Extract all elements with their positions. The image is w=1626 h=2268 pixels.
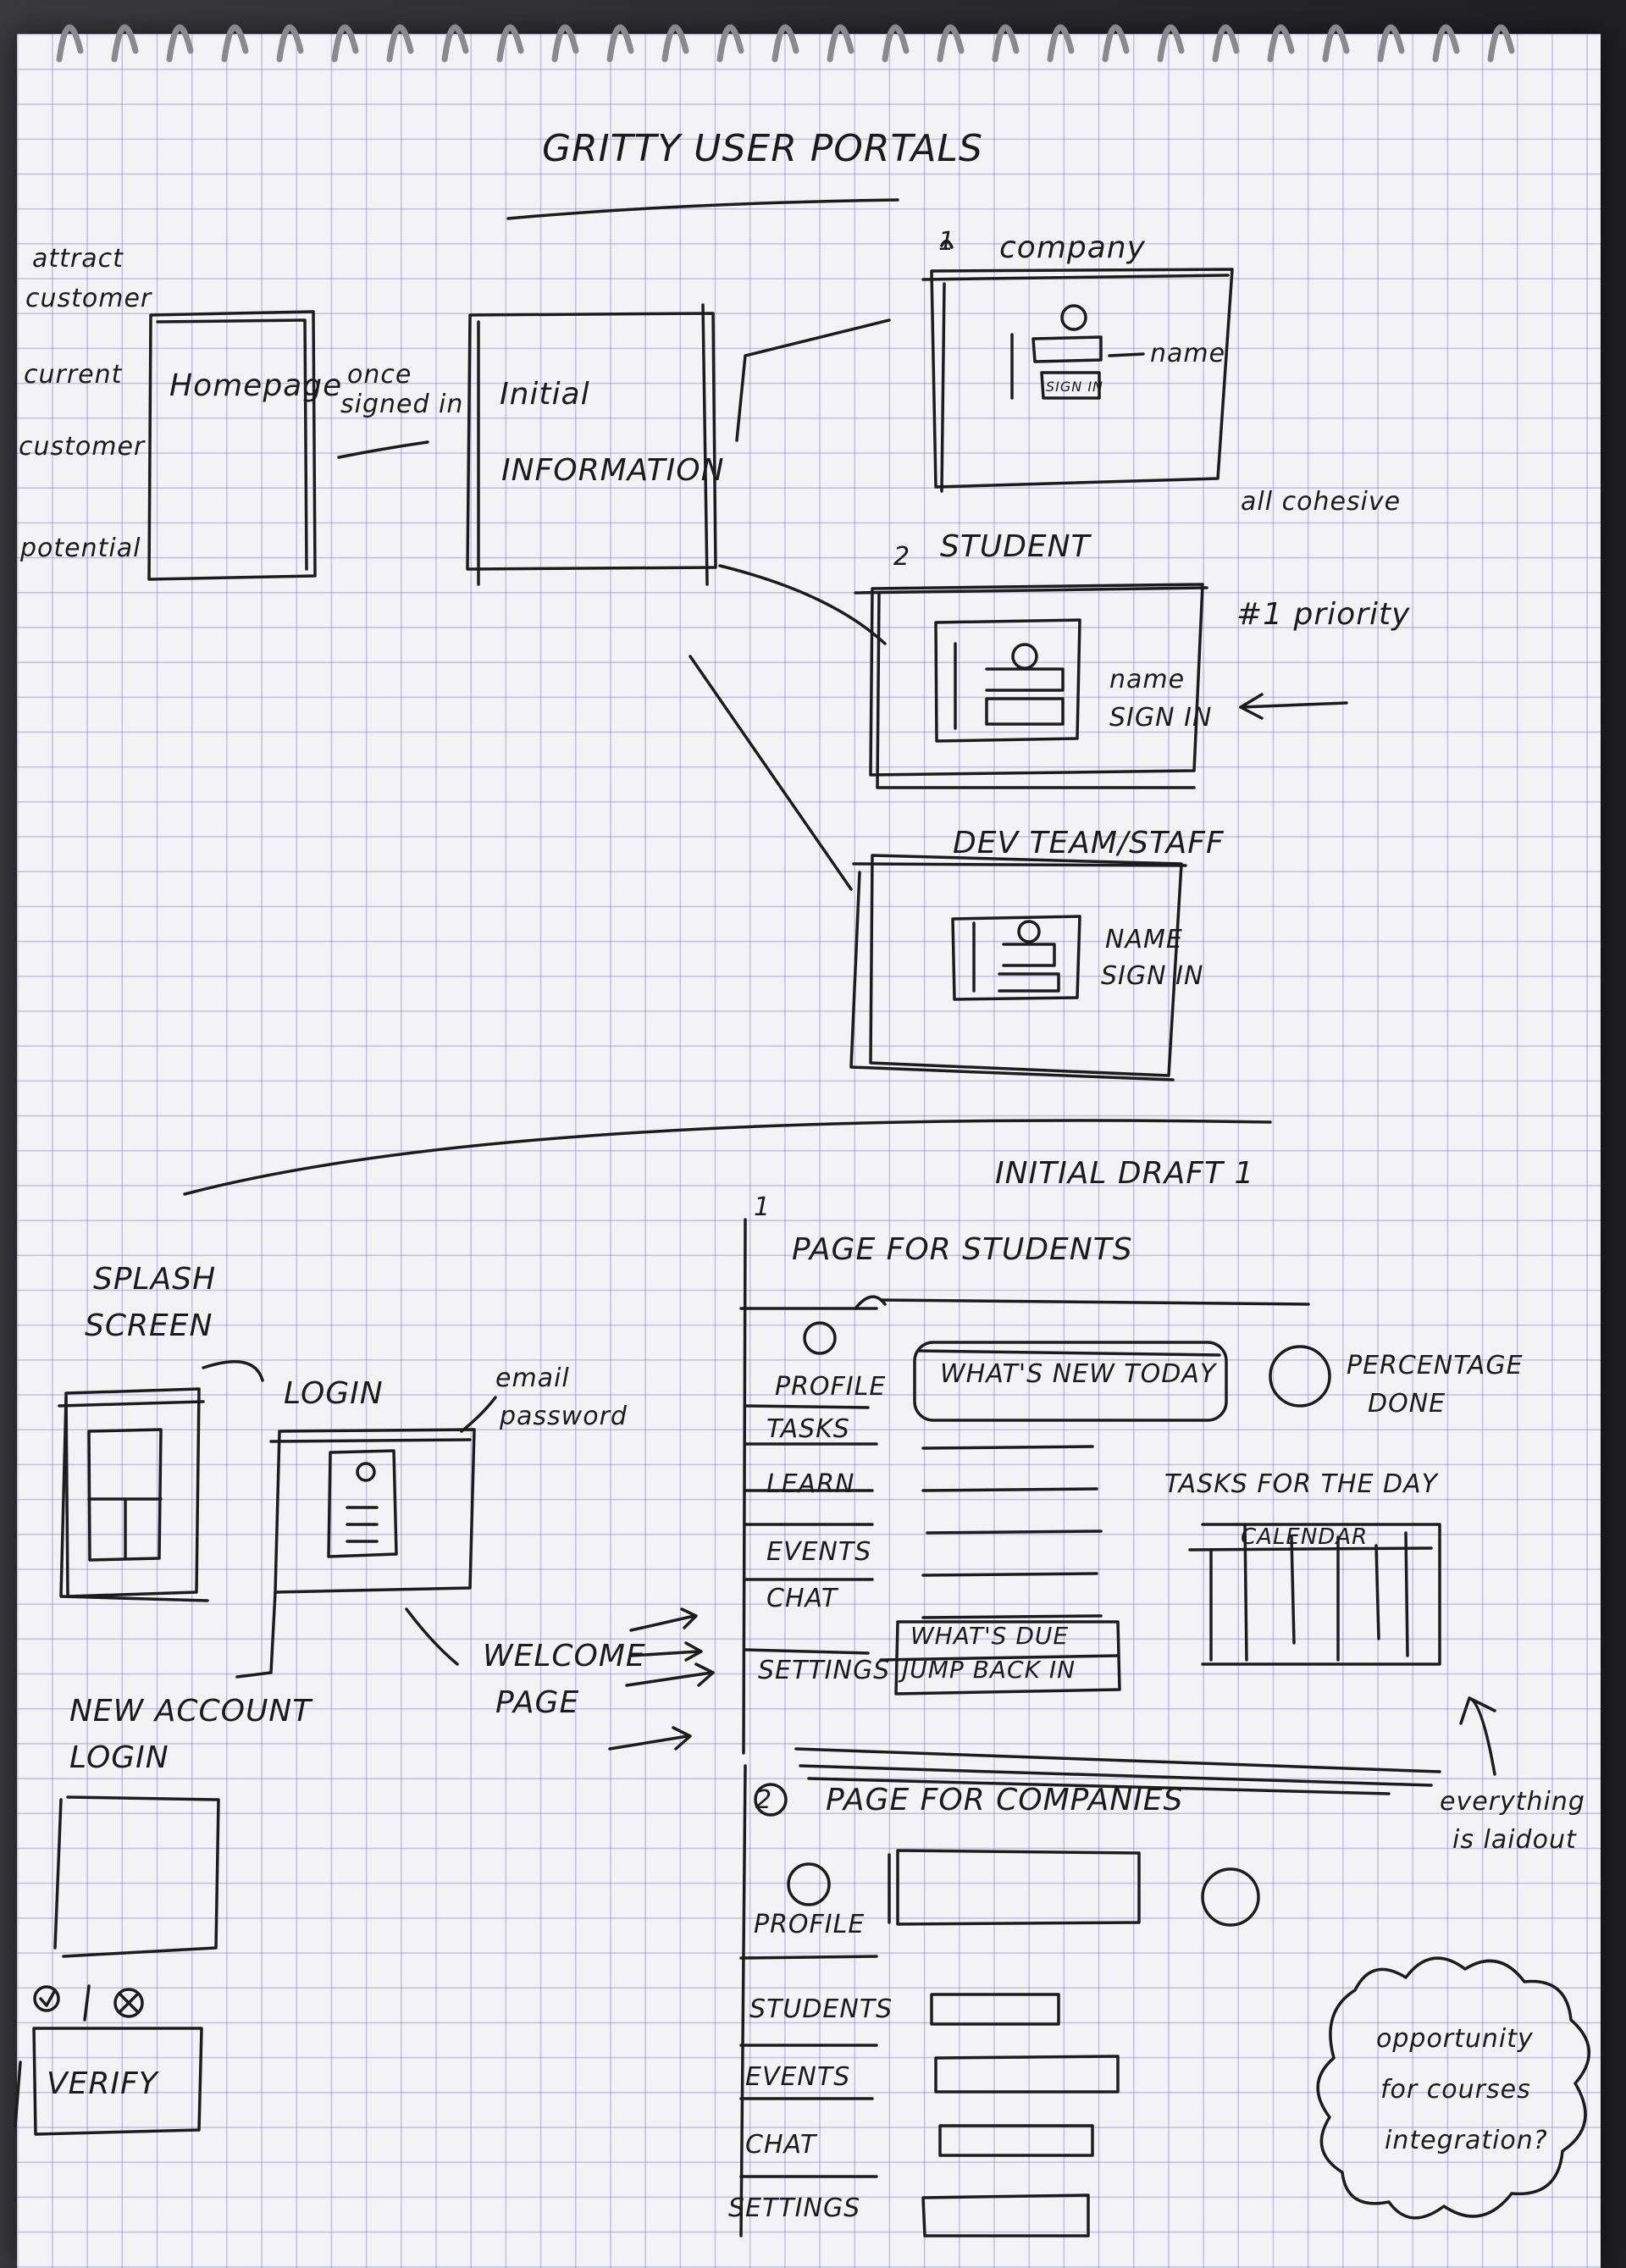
company-label: company [999,230,1146,265]
dev-name-label: NAME [1105,925,1183,954]
welcome-label: WELCOME [483,1639,646,1673]
tasks-for-day-label: TASKS FOR THE DAY [1164,1469,1438,1499]
once-label: once [347,360,412,390]
student-signin-label: SIGN IN [1109,703,1212,733]
nav-settings: SETTINGS [758,1656,890,1685]
student-name-label: name [1109,665,1185,694]
student-number: 2 [893,542,910,572]
done-label: DONE [1368,1389,1446,1419]
initial-draft-label: INITIAL DRAFT 1 [995,1156,1254,1191]
side-note-customer-1: customer [25,284,152,313]
for-courses-note: for courses [1380,2075,1531,2105]
company-nav-profile: PROFILE [754,1910,865,1939]
all-cohesive-note: all cohesive [1241,487,1401,517]
priority-note: #1 priority [1236,597,1410,632]
splash-label: SPLASH [93,1262,216,1297]
company-nav-settings: SETTINGS [728,2193,860,2223]
integration-note: integration? [1385,2126,1548,2155]
calendar-label: CALENDAR [1241,1524,1368,1550]
initial-label: Initial [500,377,590,412]
companies-page-title: PAGE FOR COMPANIES [826,1783,1183,1817]
side-note-potential: potential [20,534,141,563]
nav-profile: PROFILE [775,1372,886,1402]
new-account-label: NEW ACCOUNT [69,1694,312,1729]
page-title: GRITTY USER PORTALS [542,127,983,170]
companies-page-number: 2 [755,1785,772,1815]
signed-in-label: signed in [340,390,463,419]
company-signin-label: SIGN IN [1046,379,1103,395]
new-account-login-label: LOGIN [69,1740,169,1775]
company-name-label: name [1150,339,1225,368]
student-label: STUDENT [940,529,1091,564]
information-label: INFORMATION [501,453,725,488]
company-nav-events: EVENTS [745,2062,850,2092]
password-note: password [500,1402,628,1431]
opportunity-note: opportunity [1376,2024,1534,2054]
percentage-label: PERCENTAGE [1347,1351,1524,1380]
students-page-title: PAGE FOR STUDENTS [792,1232,1133,1267]
nav-tasks: TASKS [766,1414,850,1444]
company-number: 1 [938,227,955,257]
verify-label: VERIFY [47,2066,158,2101]
page-label: PAGE [495,1685,579,1720]
company-nav-students: STUDENTS [749,1994,893,2024]
homepage-label: Homepage [169,368,342,403]
nav-chat: CHAT [766,1584,838,1613]
everything-note: everything [1440,1787,1585,1817]
side-note-customer-2: customer [19,432,145,462]
laidout-note: is laidout [1452,1825,1577,1855]
side-note-current: current [24,360,122,390]
whats-new-today: WHAT'S NEW TODAY [940,1359,1216,1389]
company-nav-chat: CHAT [745,2130,816,2160]
dev-team-label: DEV TEAM/STAFF [953,826,1225,860]
jump-back-in-label: JUMP BACK IN [902,1656,1076,1684]
dev-signin-label: SIGN IN [1101,961,1203,991]
students-page-number: 1 [754,1192,771,1222]
nav-learn: LEARN [766,1469,854,1499]
whats-due-label: WHAT'S DUE [910,1622,1069,1650]
email-note: email [495,1364,570,1393]
login-label: LOGIN [284,1376,384,1411]
nav-events: EVENTS [766,1537,871,1567]
side-note-attract: attract [32,244,124,274]
screen-label: SCREEN [85,1308,213,1343]
